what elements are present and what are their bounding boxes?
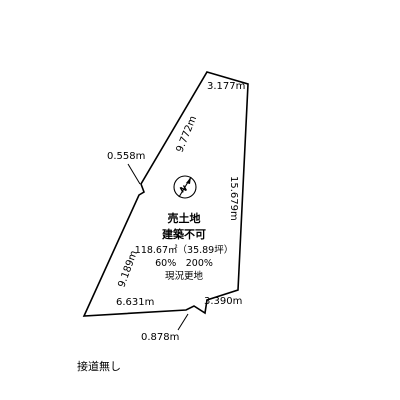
- lot-boundary: [82, 71, 249, 317]
- lot-type: 売土地: [168, 211, 201, 225]
- leader-line-notch-left: [127, 163, 141, 185]
- dim-top: 3.177m: [207, 81, 245, 92]
- lot-restriction: 建築不可: [162, 227, 206, 241]
- dim-bottom-right: 3.390m: [204, 296, 242, 307]
- compass-letter: N: [178, 184, 188, 195]
- dim-notch-bottom: 0.878m: [141, 332, 179, 343]
- dim-notch-left: 0.558m: [107, 151, 145, 162]
- dim-bottom: 6.631m: [116, 297, 154, 308]
- leader-line-notch-bottom: [177, 313, 189, 331]
- lot-area: 118.67㎡（35.89坪）: [135, 244, 233, 256]
- lot-status: 現況更地: [165, 270, 204, 282]
- north-compass-icon: N: [173, 175, 197, 199]
- dim-right: 15.679m: [228, 176, 239, 221]
- road-access-note: 接道無し: [77, 359, 121, 373]
- lot-ratios: 60% 200%: [155, 258, 213, 269]
